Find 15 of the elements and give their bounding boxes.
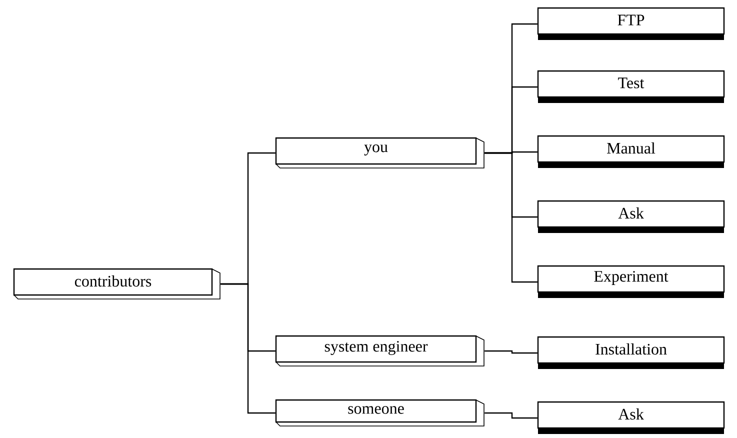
connector [484,412,538,419]
tree-box: you [275,137,484,168]
connector [484,350,538,354]
tree-box: Ask [537,401,725,434]
tree-box: Manual [537,135,725,168]
tree-box: Test [537,70,725,103]
tree-box: system engineer [275,335,484,366]
tree-box: someone [275,399,484,426]
tree-box: Ask [537,200,725,233]
connector [220,283,276,414]
connector [484,152,538,283]
tree-box: Experiment [537,265,725,298]
tree-box: contributors [13,268,220,300]
tree-box: FTP [537,7,725,40]
tree-box: Installation [537,336,725,369]
